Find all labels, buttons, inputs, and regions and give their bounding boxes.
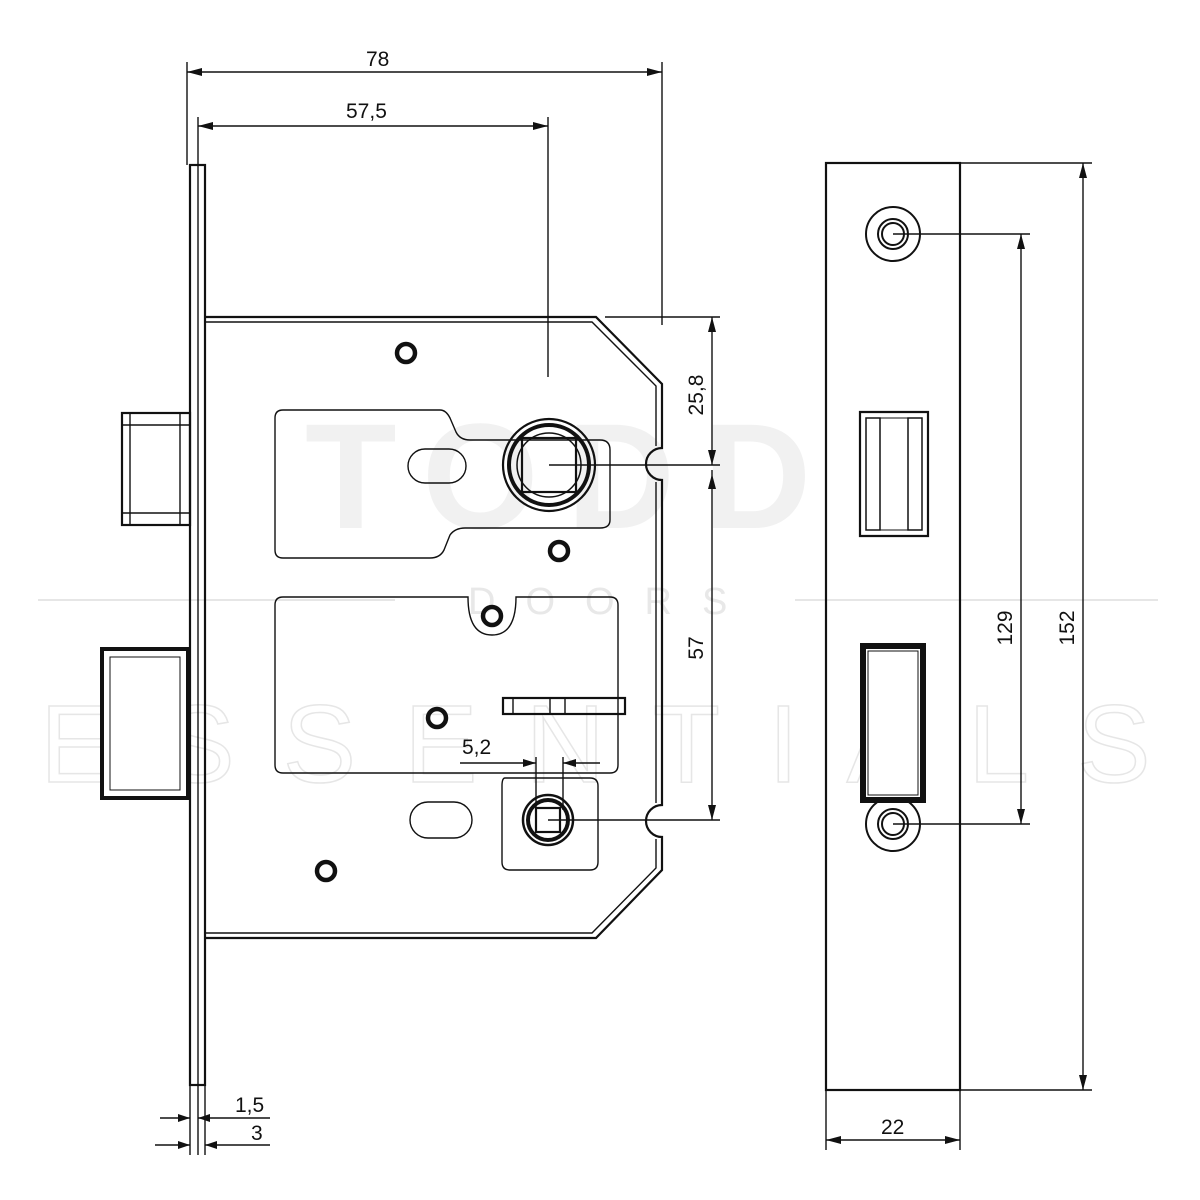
dim-3: 3 — [251, 1122, 263, 1145]
key-boss-plate — [501, 777, 599, 871]
dim-5-2: 5,2 — [462, 736, 491, 759]
upper-cutout — [274, 409, 611, 559]
dim-22: 22 — [881, 1116, 904, 1139]
dim-57-5: 57,5 — [346, 100, 387, 123]
lock-case — [205, 315, 664, 940]
watermark-sub: DOORS — [468, 581, 757, 623]
dimension-lines: 78 57,5 25,8 57 5,2 — [155, 48, 1092, 1155]
forend-face — [824, 161, 962, 1092]
rivet-holes — [314, 341, 571, 883]
deadbolt-opening — [860, 643, 926, 803]
lock-body — [100, 163, 664, 1087]
watermark-tagline: ESSENTIALS — [40, 683, 1199, 806]
dim-78: 78 — [366, 48, 389, 71]
forend-face-plate — [824, 161, 962, 1092]
latch-bolt — [120, 411, 192, 527]
dim-25-8: 25,8 — [685, 375, 708, 416]
latch-opening — [858, 410, 930, 538]
dim-57: 57 — [685, 636, 708, 659]
lower-cutout — [274, 596, 619, 774]
upper-slot — [407, 448, 467, 484]
watermark-brand: TODD — [305, 392, 839, 560]
dim-129: 129 — [994, 610, 1017, 645]
lever-talon — [501, 696, 627, 716]
dim-1-5: 1,5 — [235, 1094, 264, 1117]
dim-152: 152 — [1056, 610, 1079, 645]
dead-bolt — [100, 647, 190, 800]
lower-slot — [409, 801, 473, 839]
